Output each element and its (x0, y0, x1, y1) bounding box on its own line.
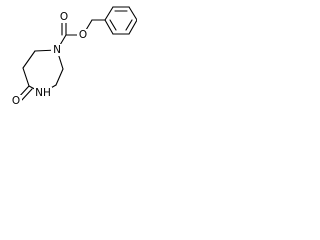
bond-ph-4 (128, 19, 137, 35)
atom-o-ether: O (79, 29, 87, 41)
bond-ph-3 (128, 6, 137, 21)
bonds (17, 6, 137, 102)
atom-o-carbonyl: O (60, 11, 68, 23)
bond-ph-inner-3 (109, 19, 117, 31)
bond-ph-inner-2 (125, 19, 133, 31)
bond-c3-c2 (22, 50, 36, 69)
bond-ph-1 (104, 6, 114, 21)
bond-c7-c6 (55, 68, 64, 86)
atom-o-ketone: O (12, 95, 20, 107)
chemical-structure: N O O O NH (10, 6, 137, 107)
atom-nh: NH (35, 87, 51, 99)
bond-c5-o-ketone-b (20, 88, 33, 102)
bond-ph-6 (104, 19, 114, 35)
bond-c5-c3 (22, 67, 30, 87)
atom-n1: N (53, 44, 61, 56)
atom-labels: N O O O NH (10, 11, 89, 107)
